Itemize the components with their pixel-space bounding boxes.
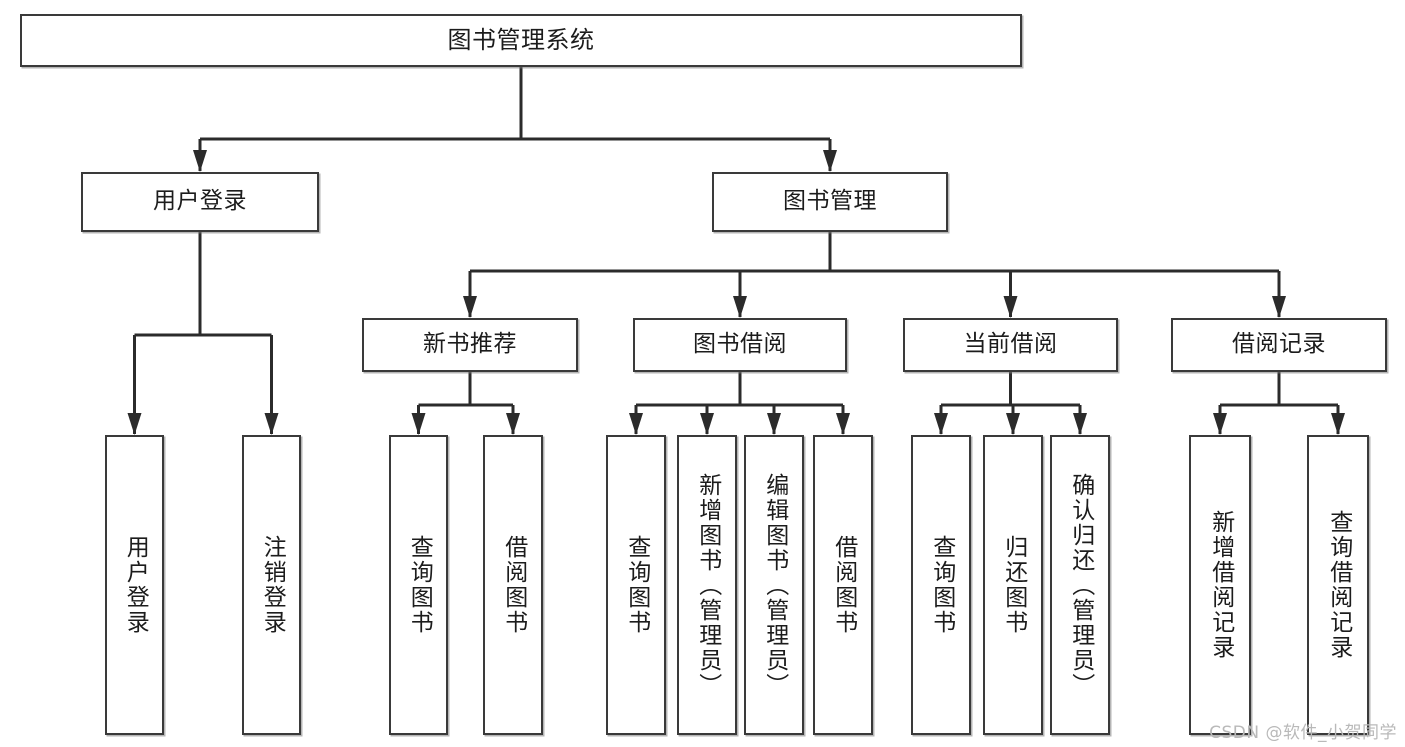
node-leaf-return-book[interactable]: 归还图书 xyxy=(983,435,1043,735)
arrow-head xyxy=(1331,413,1345,435)
node-leaf-query-record[interactable]: 查询借阅记录 xyxy=(1307,435,1369,735)
node-leaf-add-book[interactable]: 新增图书（管理员） xyxy=(677,435,737,735)
node-label: 确认归还（管理员） xyxy=(1067,472,1094,698)
arrow-head xyxy=(823,150,837,172)
node-label: 归还图书 xyxy=(1000,535,1027,635)
node-label: 注销登录 xyxy=(259,535,286,635)
node-label: 当前借阅 xyxy=(963,331,1058,358)
node-label: 查询图书 xyxy=(406,535,433,635)
node-leaf-add-record[interactable]: 新增借阅记录 xyxy=(1189,435,1251,735)
node-leaf-user-logout[interactable]: 注销登录 xyxy=(242,435,301,735)
arrow-head xyxy=(629,413,643,435)
node-label: 图书管理 xyxy=(783,188,877,215)
arrow-head xyxy=(1003,296,1018,318)
node-login[interactable]: 用户登录 xyxy=(81,172,319,232)
node-label: 用户登录 xyxy=(122,535,149,635)
arrow-head xyxy=(733,296,747,318)
node-newbook[interactable]: 新书推荐 xyxy=(362,318,578,372)
node-label: 新书推荐 xyxy=(423,331,517,358)
node-leaf-edit-book[interactable]: 编辑图书（管理员） xyxy=(744,435,804,735)
node-label: 编辑图书（管理员） xyxy=(761,472,788,698)
node-borrow[interactable]: 图书借阅 xyxy=(633,318,847,372)
arrow-head xyxy=(1006,413,1020,435)
node-label: 图书管理系统 xyxy=(447,26,595,55)
node-leaf-query-book-2[interactable]: 查询图书 xyxy=(606,435,666,735)
node-root[interactable]: 图书管理系统 xyxy=(20,14,1022,67)
arrow-head xyxy=(193,150,207,172)
node-label: 新增借阅记录 xyxy=(1207,510,1234,660)
node-leaf-query-book-1[interactable]: 查询图书 xyxy=(389,435,448,735)
node-records[interactable]: 借阅记录 xyxy=(1171,318,1387,372)
node-current[interactable]: 当前借阅 xyxy=(903,318,1118,372)
node-label: 借阅图书 xyxy=(500,535,527,635)
node-leaf-user-login[interactable]: 用户登录 xyxy=(105,435,164,735)
arrow-head xyxy=(127,413,142,435)
node-leaf-borrow-book-1[interactable]: 借阅图书 xyxy=(483,435,543,735)
arrow-head xyxy=(506,413,520,435)
node-label: 借阅记录 xyxy=(1232,331,1326,358)
node-leaf-borrow-book-2[interactable]: 借阅图书 xyxy=(813,435,873,735)
arrow-head xyxy=(700,413,714,435)
arrow-head xyxy=(1272,296,1286,318)
node-label: 新增图书（管理员） xyxy=(694,472,721,698)
watermark-text: CSDN @软件_小贺同学 xyxy=(1209,723,1397,743)
node-label: 查询借阅记录 xyxy=(1325,510,1352,660)
node-bookmgmt[interactable]: 图书管理 xyxy=(712,172,948,232)
node-label: 查询图书 xyxy=(928,535,955,635)
node-leaf-query-book-3[interactable]: 查询图书 xyxy=(911,435,971,735)
node-label: 查询图书 xyxy=(623,535,650,635)
arrow-head xyxy=(1213,413,1227,435)
node-leaf-confirm-return[interactable]: 确认归还（管理员） xyxy=(1050,435,1110,735)
node-label: 用户登录 xyxy=(153,188,247,215)
arrow-head xyxy=(934,413,948,435)
arrow-head xyxy=(411,413,426,435)
arrow-head xyxy=(264,413,279,435)
node-label: 借阅图书 xyxy=(830,535,857,635)
arrow-head xyxy=(836,413,850,435)
arrow-head xyxy=(1073,413,1087,435)
arrow-head xyxy=(767,413,781,435)
node-label: 图书借阅 xyxy=(693,331,787,358)
arrow-head xyxy=(463,296,477,318)
